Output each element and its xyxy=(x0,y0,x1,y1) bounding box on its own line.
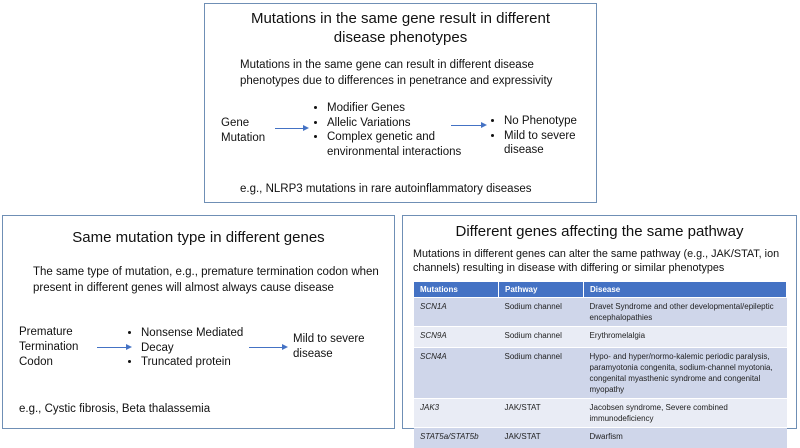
disease-cell: Dwarfism xyxy=(583,427,787,448)
outcome-list: No Phenotype Mild to severe disease xyxy=(490,114,604,158)
list-item: Truncated protein xyxy=(141,355,249,370)
disease-cell: Jacobsen syndrome, Severe combined immun… xyxy=(583,398,787,428)
pathway-cell: Sodium channel xyxy=(498,347,584,399)
same-mutation-type-panel: Same mutation type in different genes Th… xyxy=(2,215,395,429)
same-mutation-type-title: Same mutation type in different genes xyxy=(72,229,325,246)
table-row: JAK3 JAK/STAT Jacobsen syndrome, Severe … xyxy=(414,398,787,428)
list-item: Allelic Variations xyxy=(327,116,467,131)
pathway-cell: JAK/STAT xyxy=(498,398,584,428)
arrow-icon xyxy=(275,125,309,131)
same-gene-panel: Mutations in the same gene result in dif… xyxy=(204,3,597,203)
pathway-table: Mutations Pathway Disease SCN1A Sodium c… xyxy=(414,282,787,448)
pathway-cell: Sodium channel xyxy=(498,326,584,348)
gene-cell: SCN4A xyxy=(414,347,499,399)
list-item: Complex genetic and environmental intera… xyxy=(327,130,467,159)
table-header-row: Mutations Pathway Disease xyxy=(414,282,787,298)
disease-cell: Erythromelalgia xyxy=(583,326,787,348)
table-row: SCN4A Sodium channel Hypo- and hyper/nor… xyxy=(414,347,787,399)
same-gene-example: e.g., NLRP3 mutations in rare autoinflam… xyxy=(240,183,532,195)
arrow-icon xyxy=(97,344,132,350)
arrow-icon xyxy=(451,122,487,128)
pathway-cell: Sodium channel xyxy=(498,297,584,327)
gene-cell: SCN9A xyxy=(414,326,499,348)
mutations-column-header: Mutations xyxy=(414,282,499,298)
disease-cell: Dravet Syndrome and other developmental/… xyxy=(583,297,787,327)
pathway-column-header: Pathway xyxy=(498,282,584,298)
gene-cell: STAT5a/STAT5b xyxy=(414,427,499,448)
premature-termination-codon-label: Premature Termination Codon xyxy=(19,326,79,368)
same-pathway-panel: Different genes affecting the same pathw… xyxy=(402,215,797,448)
table-row: SCN9A Sodium channel Erythromelalgia xyxy=(414,326,787,348)
gene-cell: JAK3 xyxy=(414,398,499,428)
same-pathway-description: Mutations in different genes can alter t… xyxy=(413,248,780,274)
list-item: Modifier Genes xyxy=(327,101,467,116)
pathway-cell: JAK/STAT xyxy=(498,427,584,448)
table-row: STAT5a/STAT5b JAK/STAT Dwarfism xyxy=(414,427,787,448)
same-mutation-type-example: e.g., Cystic fibrosis, Beta thalassemia xyxy=(19,403,211,415)
list-item: Nonsense Mediated Decay xyxy=(141,326,249,355)
table-row: SCN1A Sodium channel Dravet Syndrome and… xyxy=(414,297,787,327)
mechanism-list: Nonsense Mediated Decay Truncated protei… xyxy=(127,326,249,370)
arrow-icon xyxy=(249,344,288,350)
mild-to-severe-outcome: Mild to severe disease xyxy=(293,333,365,360)
disease-cell: Hypo- and hyper/normo-kalemic periodic p… xyxy=(583,347,787,399)
list-item: No Phenotype xyxy=(504,114,604,129)
same-gene-title: Mutations in the same gene result in dif… xyxy=(250,10,551,46)
gene-cell: SCN1A xyxy=(414,297,499,327)
modifier-factor-list: Modifier Genes Allelic Variations Comple… xyxy=(313,101,467,159)
same-gene-description: Mutations in the same gene can result in… xyxy=(240,59,553,87)
list-item: Mild to severe disease xyxy=(504,129,604,158)
gene-mutation-label: Gene Mutation xyxy=(221,117,266,144)
disease-column-header: Disease xyxy=(583,282,787,298)
same-pathway-title: Different genes affecting the same pathw… xyxy=(455,223,744,240)
same-mutation-type-description: The same type of mutation, e.g., prematu… xyxy=(33,266,379,294)
